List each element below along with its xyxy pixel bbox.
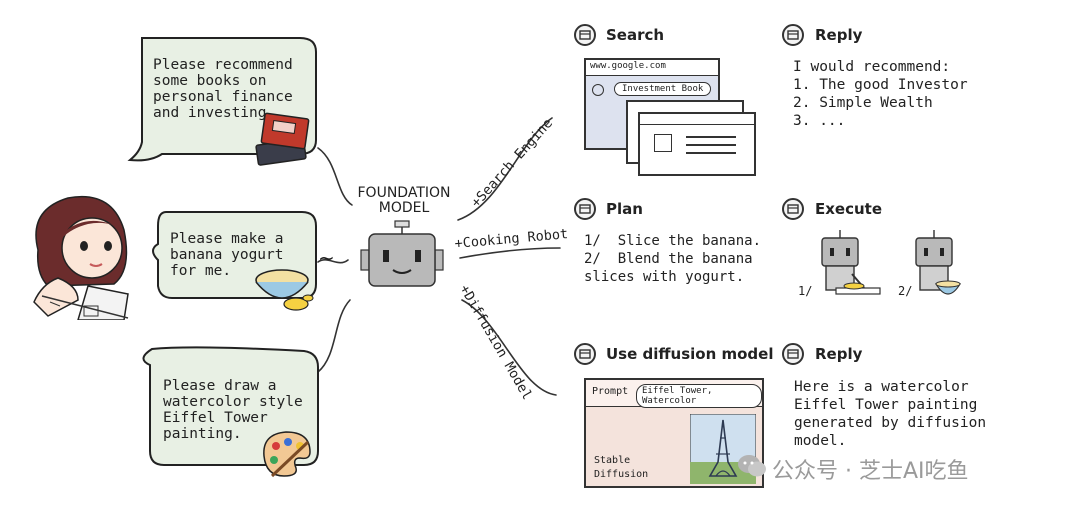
step-reply-2-label: Reply xyxy=(815,345,863,363)
request-yogurt-text: Please make a banana yogurt for me. xyxy=(170,231,284,279)
connector-painting-model xyxy=(317,299,351,373)
tool-icon-reply xyxy=(782,24,804,46)
user-avatar xyxy=(33,196,129,320)
connector-books-model xyxy=(317,147,353,206)
robot-model-icon xyxy=(360,220,444,287)
edge-diffusion-line xyxy=(461,299,557,396)
tool-icon-plan xyxy=(574,198,596,220)
palette-icon xyxy=(263,431,311,478)
tool-icon-execute xyxy=(782,198,804,220)
prompt-label: Prompt xyxy=(592,386,629,397)
robot-blending-icon xyxy=(915,230,962,295)
step-diffusion-label: Use diffusion model xyxy=(606,345,774,363)
diffusion-window: Prompt Eiffel Tower, Watercolor Stable D… xyxy=(584,378,764,488)
step-search-label: Search xyxy=(606,26,665,44)
books-icon xyxy=(255,112,310,166)
reply-books-text: I would recommend: 1. The good Investor … xyxy=(793,59,968,129)
tool-icon-reply-2 xyxy=(782,343,804,365)
robot-slicing-icon xyxy=(821,230,881,295)
request-painting-text: Please draw a watercolor style Eiffel To… xyxy=(163,378,303,442)
step-plan-label: Plan xyxy=(606,200,643,218)
tool-icon-diffusion xyxy=(574,343,596,365)
result-window-2 xyxy=(638,112,756,176)
execute-step-1-mark: 1/ xyxy=(798,284,813,298)
model-title: FOUNDATION MODEL xyxy=(357,185,451,216)
edge-cooking-line xyxy=(459,247,561,259)
step-execute-label: Execute xyxy=(815,200,883,218)
step-reply-label: Reply xyxy=(815,26,863,44)
desk-papers xyxy=(41,295,129,319)
browser-url-bar: www.google.com xyxy=(586,60,718,76)
wechat-icon xyxy=(738,455,766,477)
search-query-box: Investment Book xyxy=(614,82,712,96)
reply-painting-text: Here is a watercolor Eiffel Tower painti… xyxy=(794,379,987,449)
plan-steps-text: 1/ Slice the banana. 2/ Blend the banana… xyxy=(584,233,762,285)
edge-search-line xyxy=(457,117,553,221)
request-books-text: Please recommend some books on personal … xyxy=(153,57,293,121)
yogurt-bowl-icon xyxy=(255,269,314,311)
engine-label: Stable Diffusion xyxy=(594,455,649,480)
result-thumb-icon xyxy=(654,134,672,152)
watermark-text: 公众号 · 芝士AI吃鱼 xyxy=(772,459,969,484)
tool-icon-search xyxy=(574,24,596,46)
prompt-value-box: Eiffel Tower, Watercolor xyxy=(636,384,762,408)
execute-step-2-mark: 2/ xyxy=(898,284,913,298)
connector-yogurt-model xyxy=(317,259,349,264)
magnifier-icon xyxy=(592,84,604,96)
tilde-connector: ~ xyxy=(318,246,335,270)
